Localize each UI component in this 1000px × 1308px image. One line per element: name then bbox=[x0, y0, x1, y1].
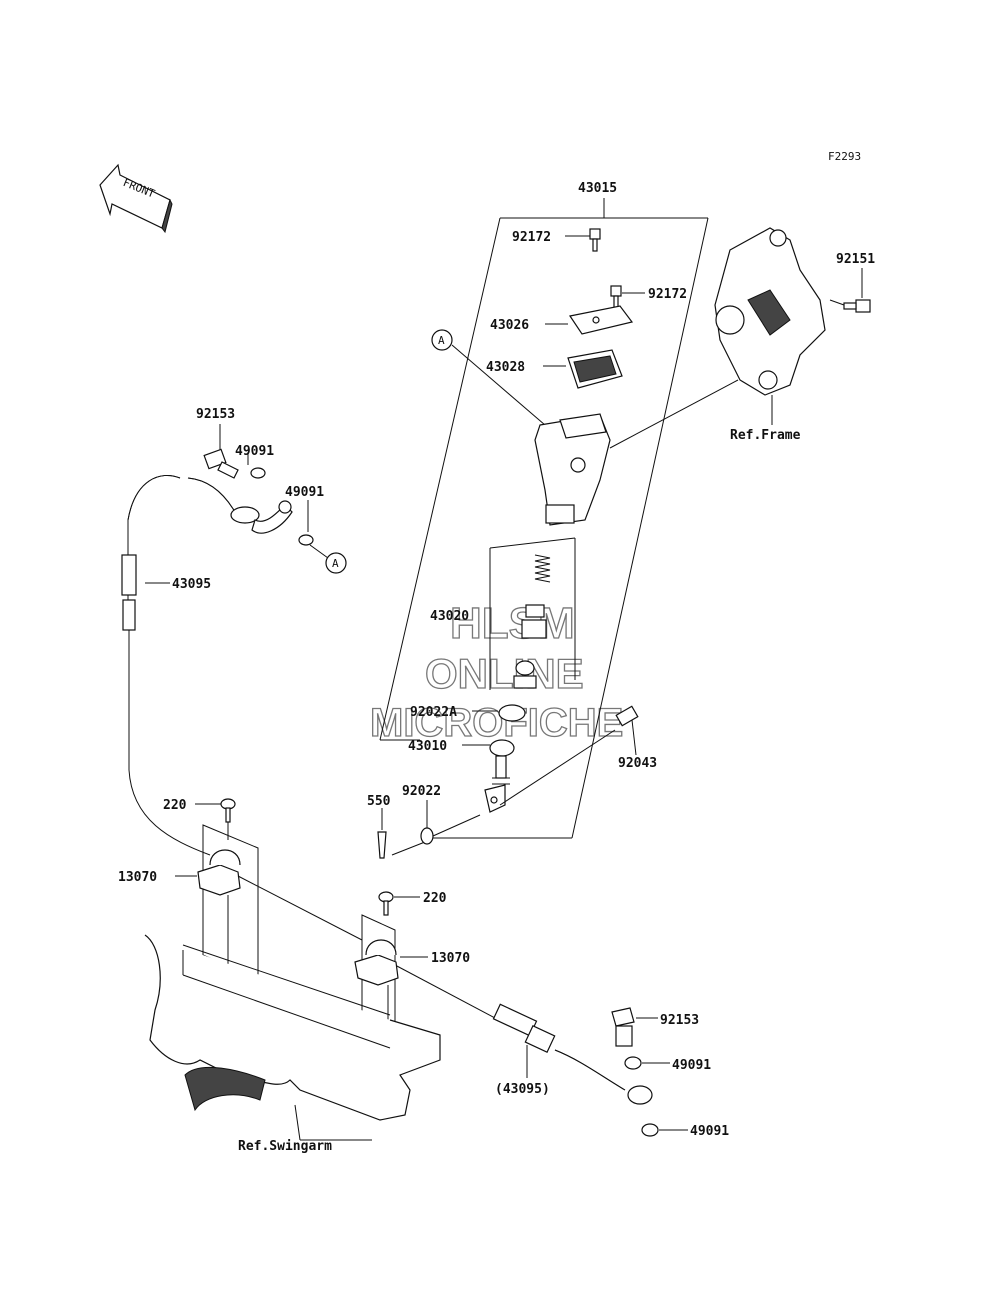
master-cylinder-body bbox=[534, 379, 739, 526]
label-49091-b: 49091 bbox=[285, 485, 324, 500]
swingarm bbox=[144, 934, 441, 1141]
label-43026: 43026 bbox=[490, 318, 529, 333]
label-92172-b: 92172 bbox=[648, 287, 687, 302]
label-220-b: 220 bbox=[423, 891, 447, 906]
label-13070-a: 13070 bbox=[118, 870, 157, 885]
piston-kit-43020 bbox=[489, 537, 576, 690]
label-43095-paren: (43095) bbox=[495, 1082, 550, 1097]
label-43015: 43015 bbox=[578, 181, 617, 196]
label-43028: 43028 bbox=[486, 360, 525, 375]
label-92043: 92043 bbox=[618, 756, 657, 771]
label-92153-top: 92153 bbox=[196, 407, 235, 422]
label-49091-d: 49091 bbox=[690, 1124, 729, 1139]
callout-a-upper-label: A bbox=[438, 334, 445, 347]
banjo-bolt-92153-top bbox=[203, 424, 239, 479]
brake-hose-upper bbox=[121, 474, 293, 856]
watermark-line3: MICROFICHE bbox=[370, 701, 623, 745]
label-49091-a: 49091 bbox=[235, 444, 274, 459]
label-92172-a: 92172 bbox=[512, 230, 551, 245]
washer-49091-b bbox=[298, 500, 329, 559]
label-92022A: 92022A bbox=[410, 705, 457, 720]
pin-92043 bbox=[615, 705, 639, 756]
callout-a-upper-leader bbox=[451, 344, 546, 426]
callout-a-upper bbox=[431, 329, 453, 351]
label-43010: 43010 bbox=[408, 739, 447, 754]
watermark: HLSM ONLINE MICROFICHE bbox=[369, 598, 624, 745]
callout-a-lower bbox=[325, 552, 347, 574]
bolt-92172-b bbox=[610, 285, 645, 309]
label-43020: 43020 bbox=[430, 609, 469, 624]
watermark-line2: ONLINE bbox=[425, 650, 584, 697]
washer-49091-d bbox=[641, 1123, 688, 1137]
label-92022: 92022 bbox=[402, 784, 441, 799]
hose-lower-run bbox=[394, 964, 496, 1019]
bolt-92151 bbox=[829, 268, 871, 313]
assembly-43015-outline bbox=[379, 198, 709, 839]
figure-code: F2293 bbox=[828, 150, 861, 163]
label-220-a: 220 bbox=[163, 798, 187, 813]
hose-middle-run bbox=[237, 875, 363, 941]
label-92151: 92151 bbox=[836, 252, 875, 267]
front-arrow-icon: FRONT bbox=[99, 163, 173, 234]
frame-bracket bbox=[714, 227, 826, 425]
label-49091-c: 49091 bbox=[672, 1058, 711, 1073]
label-ref-frame: Ref.Frame bbox=[730, 428, 801, 443]
label-43095: 43095 bbox=[172, 577, 211, 592]
label-92153-bottom: 92153 bbox=[660, 1013, 699, 1028]
label-ref-swingarm: Ref.Swingarm bbox=[238, 1139, 332, 1154]
screw-220-a bbox=[195, 798, 236, 840]
bolt-92172-a bbox=[565, 228, 601, 252]
washer-49091-a bbox=[247, 452, 266, 479]
washer-49091-c bbox=[624, 1056, 670, 1070]
callout-a-lower-label: A bbox=[332, 557, 339, 570]
diaphragm-43028 bbox=[543, 349, 623, 389]
watermark-line1: HLSM bbox=[450, 599, 575, 648]
screw-220-b bbox=[378, 891, 420, 916]
washer-92022 bbox=[420, 800, 481, 845]
brake-hose-lower bbox=[492, 1003, 653, 1105]
reservoir-cap-43026 bbox=[545, 305, 634, 335]
boot-92022A bbox=[472, 704, 526, 722]
banjo-bolt-92153-bottom bbox=[611, 1007, 658, 1047]
push-rod-43010 bbox=[462, 729, 616, 813]
label-550: 550 bbox=[367, 794, 391, 809]
label-13070-b: 13070 bbox=[431, 951, 470, 966]
